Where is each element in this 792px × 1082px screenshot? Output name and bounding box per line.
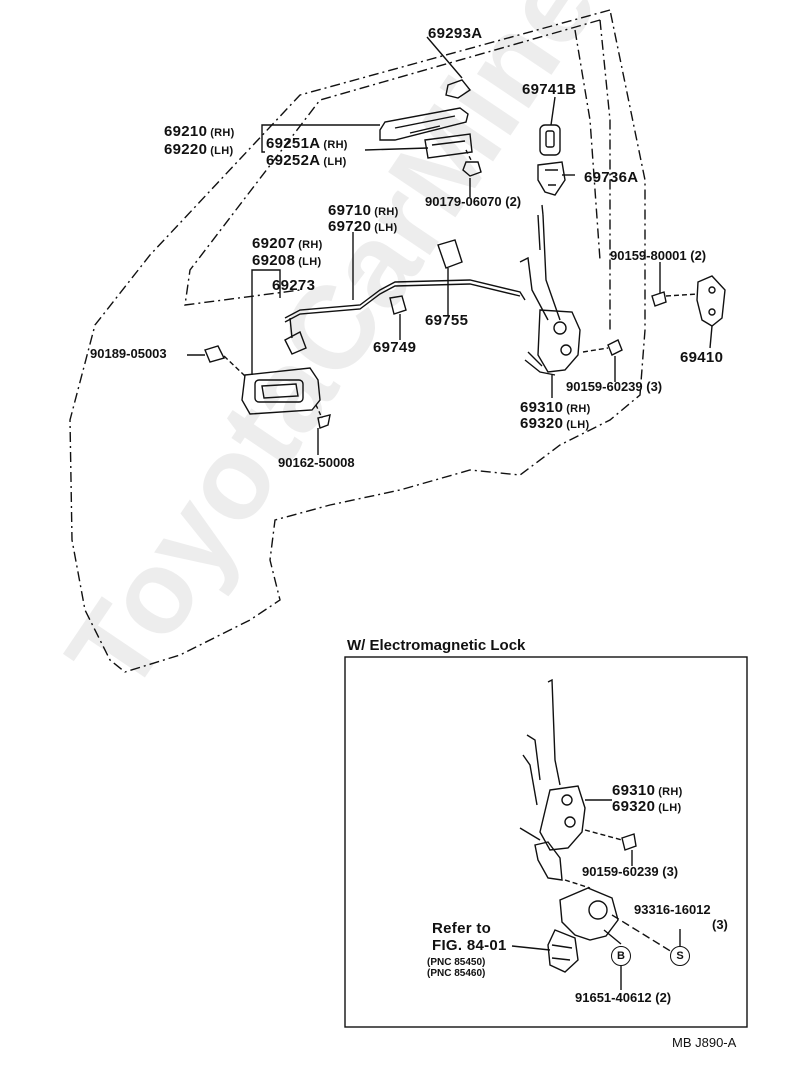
pnc-reference-2: (PNC 85460) <box>427 968 486 979</box>
part-label-69741b: 69741B <box>522 81 577 98</box>
inset-label-93316-16012: 93316-16012 <box>634 902 711 917</box>
circle-marker-s: S <box>670 946 690 966</box>
part-label-69252a: 69252A(LH) <box>266 152 347 169</box>
diagram-code: MB J890-A <box>672 1035 737 1050</box>
door-lock-assembly <box>537 309 581 373</box>
window-frame <box>184 19 611 330</box>
part-label-69710: 69710(RH) <box>328 202 399 219</box>
part-label-69251a: 69251A(RH) <box>266 135 348 152</box>
part-label-69320: 69320(LH) <box>520 415 590 432</box>
electromagnetic-lock-inset <box>344 656 748 1028</box>
part-label-69293a: 69293A <box>428 25 483 42</box>
part-label-90159-60239: 90159-60239 (3) <box>566 379 663 394</box>
part-label-69749: 69749 <box>373 339 417 356</box>
part-label-69210: 69210(RH) <box>164 123 235 140</box>
inside-handle <box>241 367 321 415</box>
lock-rod <box>284 279 526 319</box>
part-label-69207: 69207(RH) <box>252 235 323 252</box>
part-label-69208: 69208(LH) <box>252 252 322 269</box>
part-label-69720: 69720(LH) <box>328 218 398 235</box>
part-label-90189-05003: 90189-05003 <box>90 346 167 361</box>
part-label-69755: 69755 <box>425 312 469 329</box>
door-striker <box>696 275 726 327</box>
inset-title: W/ Electromagnetic Lock <box>347 637 526 654</box>
pnc-reference-1: (PNC 85450) <box>427 957 486 968</box>
refer-to-label: Refer to <box>432 920 492 937</box>
inset-label-69320: 69320(LH) <box>612 798 682 815</box>
part-label-69410: 69410 <box>680 349 724 366</box>
inset-label-90159-60239: 90159-60239 (3) <box>582 864 679 879</box>
part-label-69220: 69220(LH) <box>164 141 234 158</box>
part-label-90159-80001: 90159-80001 (2) <box>610 248 707 263</box>
inset-label-91651-40612: 91651-40612 (2) <box>575 990 672 1005</box>
inset-label-69310: 69310(RH) <box>612 782 683 799</box>
circle-marker-b: B <box>611 946 631 966</box>
door-outline <box>69 9 646 673</box>
inset-label-93316-qty: (3) <box>712 917 728 932</box>
outside-handle <box>379 107 469 141</box>
part-label-69736a: 69736A <box>584 169 639 186</box>
part-label-90179-06070: 90179-06070 (2) <box>425 194 522 209</box>
part-label-90162-50008: 90162-50008 <box>278 455 355 470</box>
part-label-69273: 69273 <box>272 277 316 294</box>
figure-reference: FIG. 84-01 <box>432 937 507 954</box>
part-label-69310: 69310(RH) <box>520 399 591 416</box>
